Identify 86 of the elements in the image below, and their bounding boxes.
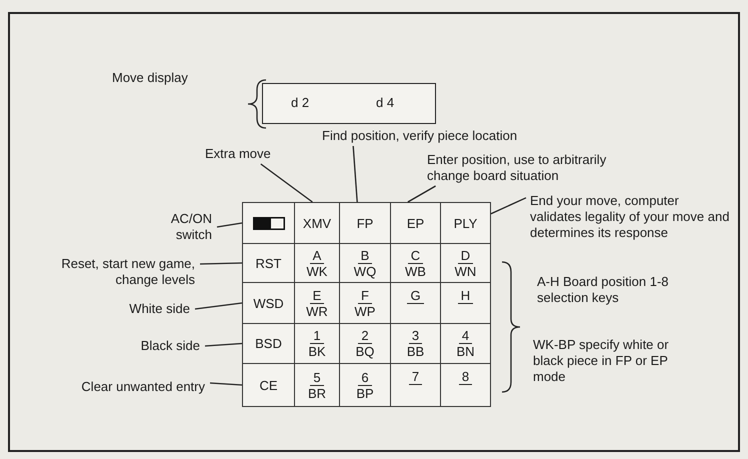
leader-line [204, 342, 242, 347]
keypad-key [242, 323, 295, 364]
key-label: PLY [454, 216, 478, 230]
keypad-key [242, 243, 295, 283]
piece-label: WK [306, 264, 328, 278]
keypad-key [390, 323, 441, 364]
keypad-key [440, 282, 491, 324]
key-label: RST [256, 256, 282, 270]
key-label: 6 [358, 370, 372, 386]
keypad-key [242, 202, 295, 244]
key-label: B [358, 248, 372, 264]
key-label: F [358, 288, 372, 304]
piece-label: WP [354, 304, 376, 318]
key-label: FP [356, 216, 374, 230]
leader-line [194, 302, 242, 310]
key-label: C [408, 248, 424, 264]
keypad-key [440, 243, 491, 283]
caption-text: Move display [112, 70, 189, 86]
piece-label: BP [356, 386, 374, 400]
keypad-key [390, 282, 441, 324]
keypad-key [390, 202, 441, 244]
callout-text: White side [100, 301, 190, 317]
key-label: A [310, 248, 324, 264]
leader-line [408, 185, 436, 203]
piece-label: WR [306, 304, 328, 318]
callout-text: Enter position, use to arbitrarily change board situation [427, 152, 642, 184]
callout-text: Find position, verify piece location [322, 128, 582, 144]
keypad-key [390, 243, 441, 283]
key-label: G [407, 288, 424, 304]
callout-text: Reset, start new game, change levels [30, 256, 195, 288]
piece-label: WB [405, 264, 426, 278]
leader-line [200, 262, 242, 265]
callout-text: Black side [100, 338, 200, 354]
callout-text: End your move, computer validates legality of your move and determines its response [530, 193, 730, 241]
piece-label: BQ [356, 344, 374, 359]
key-label: 8 [458, 369, 472, 385]
keypad-key [294, 323, 340, 364]
piece-label: BR [308, 386, 326, 400]
leader-line [352, 146, 358, 202]
keypad-key [440, 363, 491, 407]
keypad-key [242, 363, 295, 407]
keypad-key [440, 323, 491, 364]
keypad-key [339, 323, 391, 364]
key-label: E [310, 288, 324, 304]
display-window [262, 83, 436, 124]
piece-label: WN [454, 264, 476, 278]
key-label: CE [259, 378, 278, 392]
key-label: EP [406, 216, 424, 230]
keypad-key [390, 363, 441, 407]
callout-text: Clear unwanted entry [60, 379, 205, 395]
key-label: D [458, 248, 474, 264]
key-label: XMV [302, 216, 332, 230]
key-label: 1 [310, 328, 324, 344]
keypad-key [294, 363, 340, 407]
keypad-key [294, 282, 340, 324]
leader-line [490, 197, 526, 214]
leader-line [210, 382, 242, 386]
key-label: H [458, 288, 474, 304]
key-label: 2 [358, 328, 372, 344]
callout-text: AC/ON switch [140, 211, 212, 243]
key-label: WSD [253, 296, 284, 310]
note-text: WK-BP specify white or black piece in FP or EP mode [533, 337, 670, 385]
note-text: A-H Board position 1-8 selection keys [537, 274, 670, 306]
keypad-key [339, 282, 391, 324]
keypad-key [294, 243, 340, 283]
key-label: BSD [255, 336, 282, 351]
keypad-key [339, 243, 391, 283]
piece-label: BK [308, 344, 326, 359]
keypad-key [294, 202, 340, 244]
callout-text: Extra move [205, 146, 295, 162]
key-label: 7 [408, 369, 422, 385]
key-label: 5 [310, 370, 324, 386]
piece-label: WQ [354, 264, 376, 278]
piece-label: BB [406, 344, 424, 359]
display-text: d 2 [291, 95, 310, 110]
keypad-key [339, 202, 391, 244]
keypad [242, 202, 490, 406]
key-label: 4 [458, 328, 472, 344]
piece-label: BN [456, 344, 475, 359]
leader-line [216, 222, 242, 228]
leader-line [260, 163, 313, 203]
keypad-key [339, 363, 391, 407]
keypad-key [440, 202, 491, 244]
display-text: d 4 [376, 95, 394, 110]
keypad-key [242, 282, 295, 324]
key-label: 3 [408, 328, 422, 344]
